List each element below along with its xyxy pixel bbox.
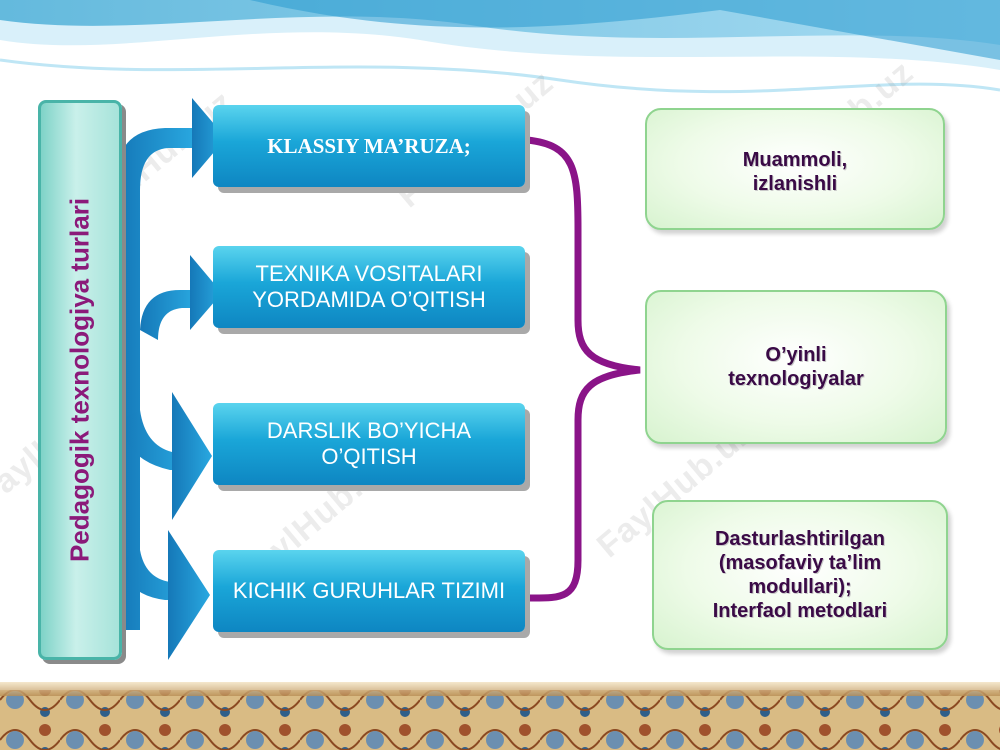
arrow-head-3 [172, 392, 212, 520]
item-kichik-guruhlar: KICHIK GURUHLAR TIZIMI [213, 550, 525, 632]
vertical-title: Pedagogik texnologiya turlari [64, 197, 95, 563]
item-texnika-vositalari: TEXNIKA VOSITALARI YORDAMIDA O’QITISH [213, 246, 525, 328]
branch-arrows [118, 98, 226, 660]
bracket-connector [523, 136, 641, 602]
item-oyinli: O’yinli texnologiyalar [645, 290, 947, 444]
arrow-head-1 [192, 98, 226, 178]
item-darslik-boyicha: DARSLIK BO’YICHA O’QITISH [213, 403, 525, 485]
vertical-title-bar: Pedagogik texnologiya turlari [38, 100, 122, 660]
arrow-head-2 [190, 255, 222, 330]
item-muammoli: Muammoli, izlanishli [645, 108, 945, 230]
arrow-head-4 [168, 530, 210, 660]
item-klassiy-maruza: KLASSIY MA’RUZA; [213, 105, 525, 187]
item-dasturlashtirilgan: Dasturlashtirilgan (masofaviy ta’lim mod… [652, 500, 948, 650]
